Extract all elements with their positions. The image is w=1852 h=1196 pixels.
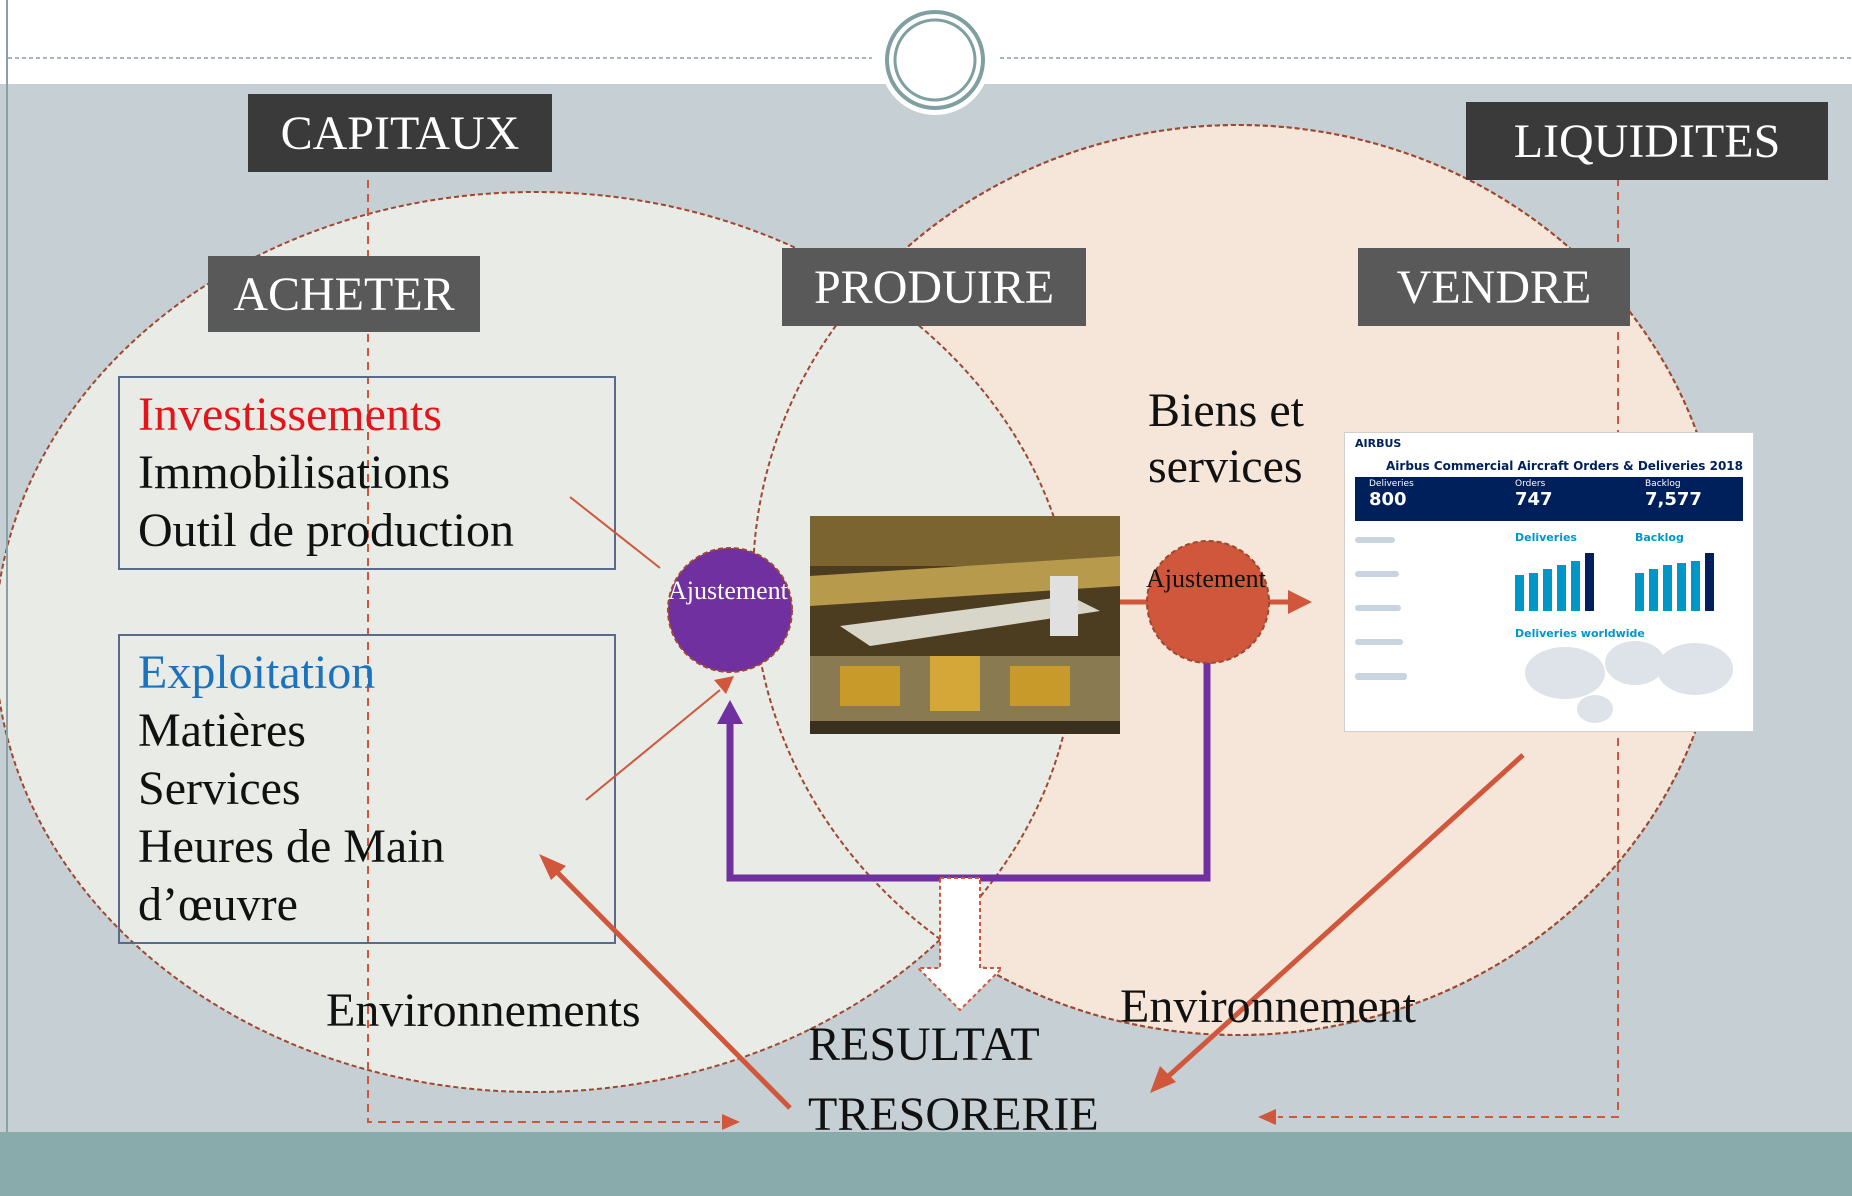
biens-services-line-2: services: [1148, 440, 1303, 493]
tresorerie-label: TRESORERIE: [808, 1088, 1099, 1141]
exploitation-line-4: d’œuvre: [138, 878, 298, 931]
exploitation-line-2: Services: [138, 762, 301, 815]
acheter-label: ACHETER: [208, 256, 480, 332]
orange-ajustement-circle: [1146, 540, 1270, 664]
backlog-stat: Backlog 7,577: [1645, 479, 1702, 510]
top-ring-icon: [880, 5, 990, 115]
ajustement-right-label: Ajustement: [1146, 564, 1266, 593]
bottom-band: [0, 1132, 1852, 1196]
infographic-graphics: [1355, 537, 1733, 723]
aircraft-list: [1355, 537, 1407, 680]
infographic-stats-bar: Deliveries 800 Orders 747 Backlog 7,577: [1355, 477, 1743, 521]
infographic-brand: AIRBUS: [1355, 437, 1402, 450]
environnement-arrowhead: [1150, 1066, 1176, 1093]
down-arrow-icon: [915, 877, 1005, 1012]
investissements-line-1: Immobilisations: [138, 446, 450, 499]
environnements-arrowhead: [539, 854, 566, 880]
resultat-label: RESULTAT: [808, 1018, 1040, 1071]
ajustement-left-label: Ajustement: [668, 576, 788, 605]
liquidites-label: LIQUIDITES: [1466, 102, 1828, 180]
airbus-infographic: AIRBUS Airbus Commercial Aircraft Orders…: [1344, 432, 1754, 732]
purple-feedback-line: [726, 662, 1211, 882]
backlog-value: 7,577: [1645, 489, 1702, 510]
factory-photo-graphic: [810, 516, 1120, 734]
orders-label: Orders: [1515, 479, 1546, 489]
world-map: [1525, 641, 1733, 723]
investissements-link: [569, 496, 661, 569]
exploitation-frame: [118, 634, 616, 944]
deliveries-label: Deliveries: [1369, 479, 1414, 489]
capitaux-dashed-line: [367, 180, 720, 1123]
worldwide-title: Deliveries worldwide: [1515, 627, 1645, 640]
purple-feedback-arrowhead: [717, 700, 743, 724]
exploitation-link-arrowhead: [714, 676, 734, 694]
investissements-title: Investissements: [138, 388, 442, 441]
environnement-arrow: [1160, 753, 1525, 1084]
exploitation-link: [585, 689, 721, 801]
environnements-arrow: [548, 863, 792, 1110]
environnement-label: Environnement: [1120, 980, 1416, 1033]
deliveries-stat: Deliveries 800: [1369, 479, 1414, 510]
factory-photo: [810, 516, 1120, 734]
environnements-label: Environnements: [326, 984, 641, 1037]
orders-stat: Orders 747: [1515, 479, 1553, 510]
left-rule: [6, 0, 8, 1132]
backlog-chart-title: Backlog: [1635, 531, 1684, 544]
purple-ajustement-circle: [667, 547, 793, 673]
exploitation-line-1: Matières: [138, 704, 306, 757]
infographic-title: Airbus Commercial Aircraft Orders & Deli…: [1386, 459, 1743, 473]
backlog-label: Backlog: [1645, 479, 1681, 489]
vendre-label: VENDRE: [1358, 248, 1630, 326]
deliveries-bars: [1515, 553, 1594, 611]
deliveries-value: 800: [1369, 489, 1407, 510]
orders-value: 747: [1515, 489, 1553, 510]
deliveries-chart-title: Deliveries: [1515, 531, 1577, 544]
investissements-frame: [118, 376, 616, 570]
produire-label: PRODUIRE: [782, 248, 1086, 326]
liquidites-dashed-arrowhead: [1258, 1109, 1276, 1125]
capitaux-dashed-arrowhead: [722, 1114, 740, 1130]
output-arrowhead: [1288, 590, 1312, 614]
biens-services-line-1: Biens et: [1148, 384, 1304, 437]
backlog-bars: [1635, 553, 1714, 611]
capitaux-label: CAPITAUX: [248, 94, 552, 172]
exploitation-title: Exploitation: [138, 646, 376, 699]
investissements-line-2: Outil de production: [138, 504, 514, 557]
exploitation-line-3: Heures de Main: [138, 820, 445, 873]
